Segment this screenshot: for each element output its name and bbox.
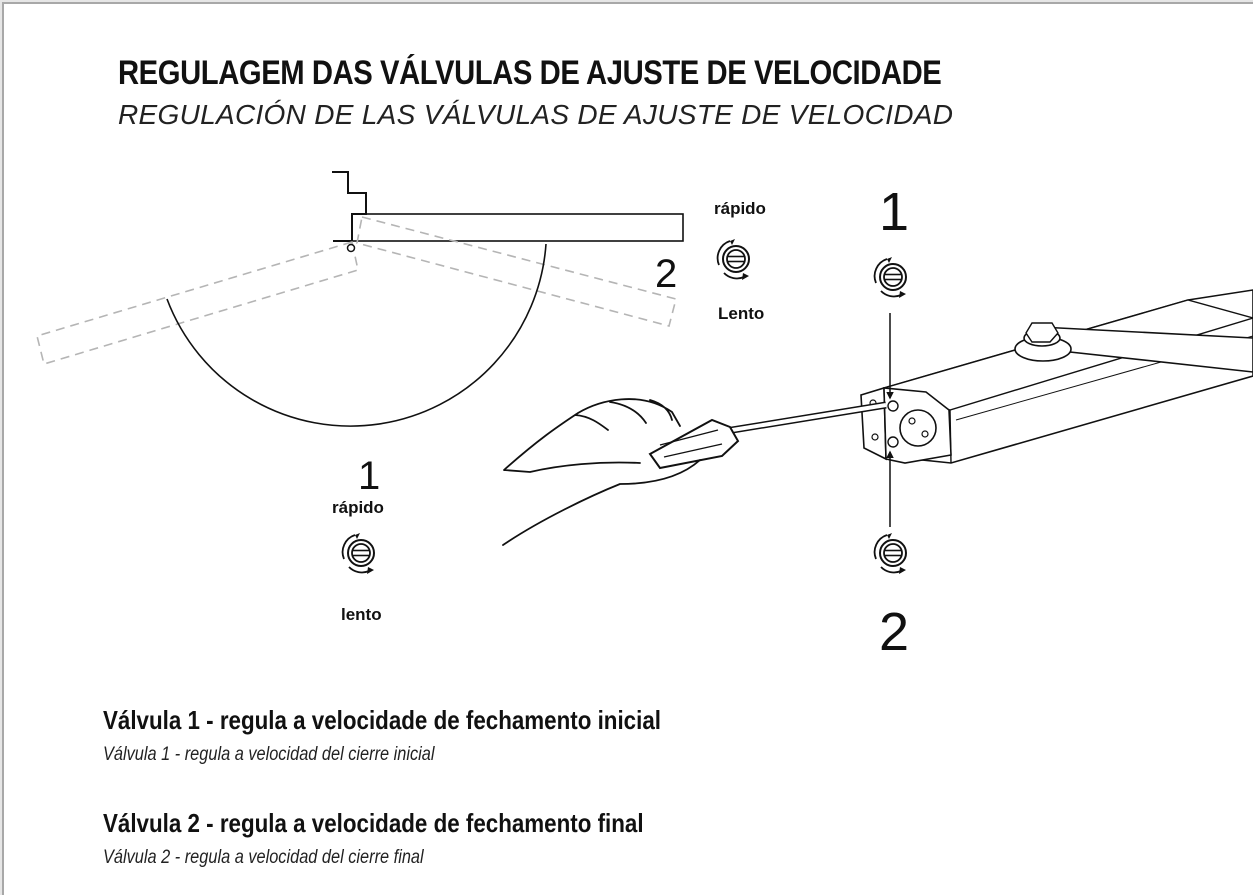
closed-door [351, 213, 684, 242]
door-open-position [36, 240, 359, 366]
closer-valve-icon-1 [873, 256, 907, 299]
door-valve2-fast-label: rápido [714, 199, 766, 218]
swing-arc [166, 243, 547, 427]
valve1-description: Válvula 1 - regula a velocidad del cierr… [103, 744, 435, 765]
door-valve2-number: 2 [655, 252, 677, 296]
door-valve1-number: 1 [358, 454, 380, 498]
valve2-description: Válvula 2 - regula a velocidad del cierr… [103, 847, 424, 868]
speed-valve-icon-1 [341, 532, 375, 575]
hand [502, 398, 701, 546]
closer-valve-icon-2 [873, 532, 907, 575]
door-swing-diagram [36, 171, 684, 427]
valve1-title: Válvula 1 - regula a velocidade de fecha… [103, 705, 661, 735]
screwdriver [648, 401, 887, 470]
hinge-icon [346, 243, 356, 253]
wall-frame [332, 171, 367, 242]
closer-valve2-number: 2 [879, 602, 909, 662]
door-valve1-fast-label: rápido [332, 498, 384, 517]
valve2-title: Válvula 2 - regula a velocidade de fecha… [103, 808, 644, 838]
door-valve1-slow-label: lento [341, 605, 382, 624]
closer-valve1-number: 1 [879, 182, 909, 242]
door-closer-illustration [860, 289, 1253, 464]
door-valve2-slow-label: Lento [718, 304, 764, 323]
door-mid-position [356, 216, 677, 327]
speed-valve-icon-2 [716, 238, 750, 281]
page-title: REGULAGEM DAS VÁLVULAS DE AJUSTE DE VELO… [118, 54, 942, 92]
page-subtitle: REGULACIÓN DE LAS VÁLVULAS DE AJUSTE DE … [118, 99, 954, 130]
